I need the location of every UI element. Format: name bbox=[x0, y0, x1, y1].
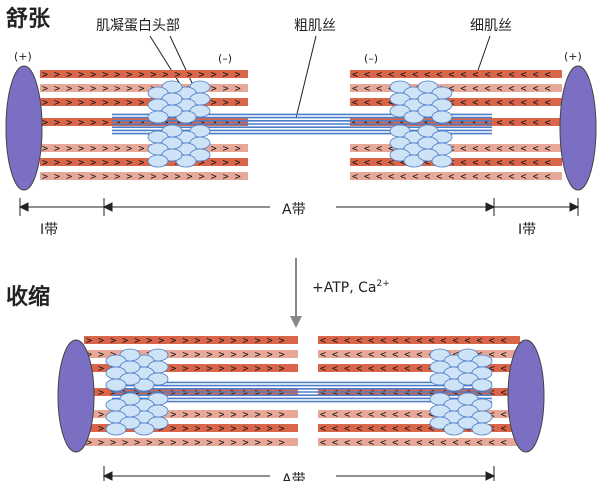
thin-left-polarity-6: > > > > > > > > > > > > > > > > > bbox=[42, 118, 241, 129]
thin-left-5 bbox=[40, 172, 248, 180]
thin-left-2 bbox=[40, 98, 248, 106]
thin-right-c-polarity-0: < < < < < < < < < < < < < < < < bbox=[320, 336, 507, 347]
thin-left-3 bbox=[40, 144, 248, 152]
head-0-2-3 bbox=[147, 110, 169, 124]
thin-left-c-polarity-4: > > > > > > > > > > > > > > > > > bbox=[86, 424, 285, 435]
thick-filament-contracted bbox=[112, 381, 492, 403]
thin-right-polarity-0: < < < < < < < < < < < < < < < < < bbox=[352, 70, 551, 81]
myosin-heads bbox=[147, 80, 453, 168]
thin-left-4 bbox=[40, 158, 248, 166]
thin-left-1 bbox=[40, 84, 248, 92]
myosin-heads-contracted bbox=[105, 348, 493, 436]
head-c-1-2-3 bbox=[471, 378, 493, 392]
thin-right-0 bbox=[350, 70, 562, 78]
thin-left-c-3 bbox=[84, 410, 298, 418]
i-band-label-right: I带 bbox=[518, 222, 536, 238]
thin-left-c-polarity-5: > > > > > > > > > > > > > > > > > bbox=[86, 438, 285, 449]
thin-right-c-polarity-3: < < < < < < < < < < < < < < < < bbox=[320, 410, 507, 421]
thin-left-c-4 bbox=[84, 424, 298, 432]
thin-filaments-left: > > > > > > > > > > > > > > > > > > > > >… bbox=[40, 70, 248, 183]
atp-calcium-label: +ATP, Ca2+ bbox=[312, 279, 390, 296]
thin-right-c-1 bbox=[318, 350, 520, 358]
thin-right-c-2 bbox=[318, 364, 520, 372]
thin-left-c-5 bbox=[84, 438, 298, 446]
thin-left-polarity-0: > > > > > > > > > > > > > > > > > bbox=[42, 70, 241, 81]
thin-right-c-3 bbox=[318, 410, 520, 418]
head-c-0-5-3 bbox=[105, 422, 127, 436]
thin-left-c-polarity-2: > > > > > > > > > > > > > > > > > bbox=[86, 364, 285, 375]
z-disc-left-contracted bbox=[57, 339, 95, 453]
a-band-label: A带 bbox=[282, 202, 306, 218]
thin-right-c-polarity-4: < < < < < < < < < < < < < < < < bbox=[320, 424, 507, 435]
thin-left-polarity-5: > > > > > > > > > > > > > > > > > bbox=[42, 172, 241, 183]
thin-filaments-right: < < < < < < < < < < < < < < < < < < < < <… bbox=[350, 70, 562, 183]
thin-right-c-polarity-6: < < < < < < < < < < < < < < < < bbox=[320, 388, 507, 399]
head-c-0-2-3 bbox=[105, 378, 127, 392]
thin-left-c-2 bbox=[84, 364, 298, 372]
thick-filament-pointer bbox=[295, 35, 317, 119]
head-c-1-5-3 bbox=[471, 422, 493, 436]
down-arrow-head bbox=[290, 316, 302, 328]
thin-right-polarity-1: < < < < < < < < < < < < < < < < < bbox=[352, 84, 551, 95]
thin-right-6 bbox=[350, 118, 562, 126]
thin-left-6 bbox=[40, 118, 248, 126]
thin-filament-label: 细肌丝 bbox=[470, 18, 512, 34]
head-1-2-3 bbox=[431, 110, 453, 124]
thin-right-c-0 bbox=[318, 336, 520, 344]
thin-filament-pointer bbox=[475, 35, 491, 77]
thin-right-polarity-6: < < < < < < < < < < < < < < < < < bbox=[352, 118, 551, 129]
thin-right-polarity-5: < < < < < < < < < < < < < < < < < bbox=[352, 172, 551, 183]
thin-left-polarity-4: > > > > > > > > > > > > > > > > > bbox=[42, 158, 241, 169]
thin-right-c-4 bbox=[318, 424, 520, 432]
thin-left-c-polarity-0: > > > > > > > > > > > > > > > > > bbox=[86, 336, 285, 347]
thin-left-c-polarity-1: > > > > > > > > > > > > > > > > > bbox=[86, 350, 285, 361]
thin-right-c-polarity-2: < < < < < < < < < < < < < < < < bbox=[320, 364, 507, 375]
thick-filament-label: 粗肌丝 bbox=[294, 18, 336, 34]
thin-right-c-polarity-1: < < < < < < < < < < < < < < < < bbox=[320, 350, 507, 361]
myosin-head-label: 肌凝蛋白头部 bbox=[96, 18, 180, 34]
thin-right-3 bbox=[350, 144, 562, 152]
thin-right-4 bbox=[350, 158, 562, 166]
i-band-label-left: I带 bbox=[40, 222, 58, 238]
relaxed-title: 舒张 bbox=[6, 6, 51, 32]
z-disc-left bbox=[5, 65, 43, 191]
z-disc-right bbox=[559, 65, 597, 191]
contracted-panel: 收缩 > > > > > > > > > > > > > > > > > > > … bbox=[6, 284, 545, 481]
z-disc-right-contracted bbox=[507, 339, 545, 453]
thin-left-polarity-3: > > > > > > > > > > > > > > > > > bbox=[42, 144, 241, 155]
relaxed-panel: 舒张 肌凝蛋白头部 粗肌丝 细肌丝 (+) (–) (–) (+) > > > … bbox=[5, 6, 597, 238]
minus-label-right: (–) bbox=[364, 52, 378, 65]
thin-right-5 bbox=[350, 172, 562, 180]
thin-left-polarity-1: > > > > > > > > > > > > > > > > > bbox=[42, 84, 241, 95]
thin-left-c-polarity-6: > > > > > > > > > > > > > > > > > bbox=[86, 388, 285, 399]
contracted-title: 收缩 bbox=[6, 284, 50, 310]
thin-left-c-polarity-3: > > > > > > > > > > > > > > > > > bbox=[86, 410, 285, 421]
thin-left-c-0 bbox=[84, 336, 298, 344]
thin-right-c-polarity-5: < < < < < < < < < < < < < < < < bbox=[320, 438, 507, 449]
thin-right-c-5 bbox=[318, 438, 520, 446]
contraction-arrow: +ATP, Ca2+ bbox=[290, 258, 390, 328]
thin-right-2 bbox=[350, 98, 562, 106]
a-band-label-contracted: A带 bbox=[282, 472, 306, 481]
minus-label-left: (–) bbox=[218, 52, 232, 65]
plus-label-right: (+) bbox=[564, 50, 582, 63]
head-1-5-3 bbox=[431, 154, 453, 168]
thin-right-1 bbox=[350, 84, 562, 92]
thin-left-c-1 bbox=[84, 350, 298, 358]
plus-label-left: (+) bbox=[14, 50, 32, 63]
head-0-5-3 bbox=[147, 154, 169, 168]
thin-left-polarity-2: > > > > > > > > > > > > > > > > > bbox=[42, 98, 241, 109]
band-dimensions bbox=[18, 198, 580, 216]
band-dimensions-contracted bbox=[102, 466, 496, 481]
thin-left-0 bbox=[40, 70, 248, 78]
